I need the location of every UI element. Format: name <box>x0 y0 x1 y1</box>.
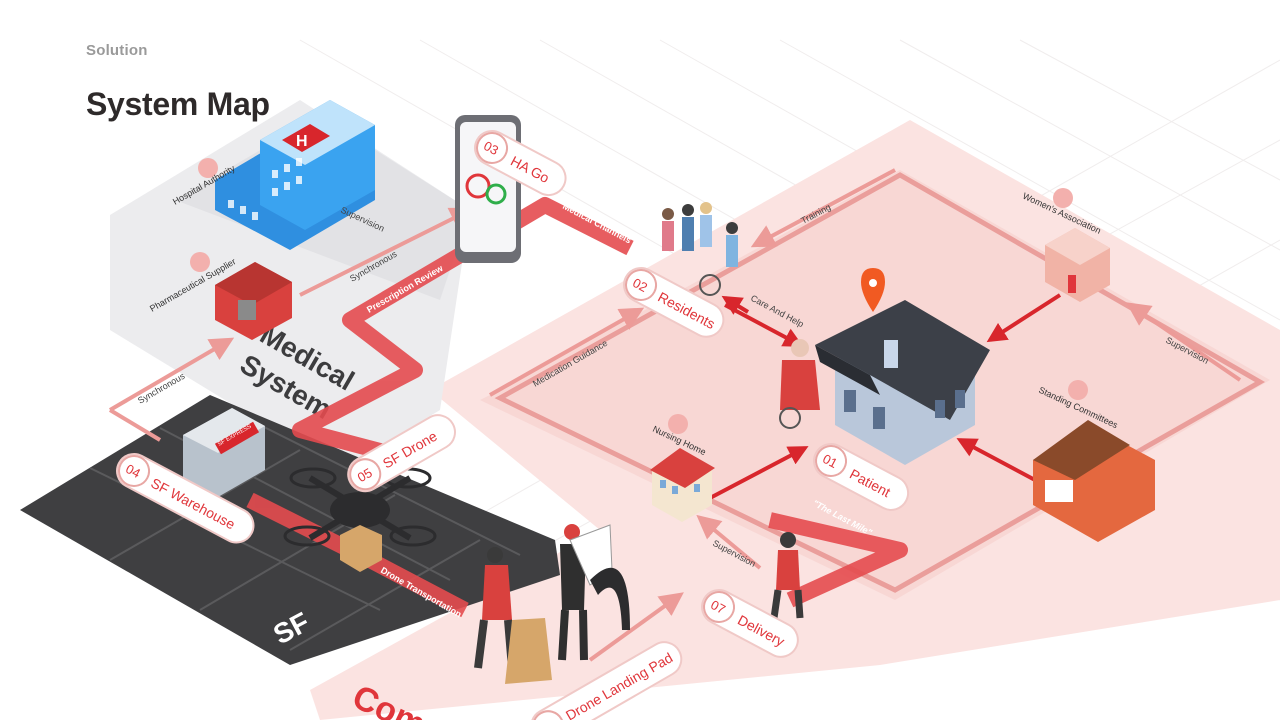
svg-text:H: H <box>296 133 308 150</box>
pink-flow-lines <box>108 168 1242 662</box>
node-05-number: 05 <box>355 465 375 485</box>
delivery-workers <box>474 524 804 684</box>
hospital-building: H <box>215 100 375 250</box>
page-title: System Map <box>86 86 270 122</box>
pharmaceutical-supplier-building <box>215 262 292 340</box>
residents-group <box>662 202 738 296</box>
node-07-number: 07 <box>708 597 728 617</box>
patient-house <box>815 268 990 465</box>
node-04-number: 04 <box>123 461 143 481</box>
sf-drone-illustration <box>283 467 437 572</box>
section-eyebrow: Solution <box>86 42 148 59</box>
node-02-number: 02 <box>630 275 650 295</box>
standing-committees-building <box>1033 420 1155 542</box>
node-03-number: 03 <box>481 138 501 158</box>
node-pill-07: 07 Delivery <box>701 588 799 658</box>
node-01-number: 01 <box>820 451 840 471</box>
nursing-home-building <box>650 448 715 522</box>
node-06-number: 06 <box>538 717 558 720</box>
flow-arrows <box>709 293 1062 500</box>
sf-warehouse-building: SF EXPRESS <box>183 408 265 497</box>
womens-association-building <box>1045 228 1110 302</box>
node-pill-03: 03 HA Go <box>474 129 567 197</box>
node-pill-05: 05 SF Drone <box>347 414 456 493</box>
location-pin-icon <box>861 268 885 312</box>
patient-figure <box>779 339 820 429</box>
